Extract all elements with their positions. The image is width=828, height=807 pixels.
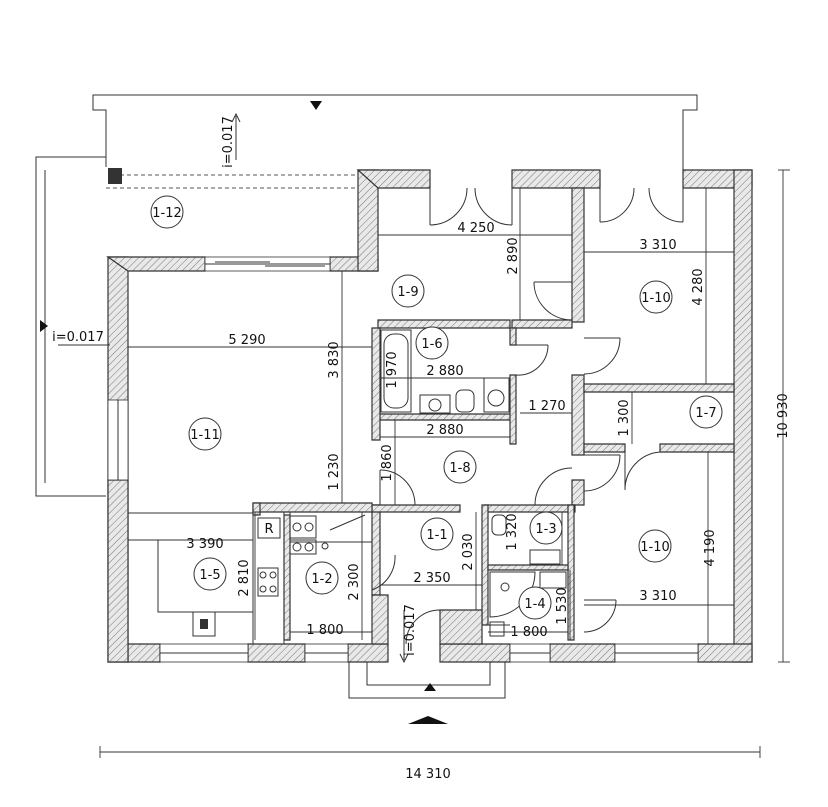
slope-arrows	[58, 112, 409, 664]
slope-label-left: i=0.017	[52, 330, 104, 345]
dim-1230: 1 230	[327, 453, 342, 490]
dim-2300: 2 300	[347, 563, 362, 600]
room-label-1-2: 1-2	[311, 572, 332, 587]
room-label-1-12: 1-12	[152, 206, 182, 221]
dim-3830: 3 830	[327, 341, 342, 378]
dim-3310-top: 3 310	[639, 238, 676, 253]
dim-2030: 2 030	[461, 533, 476, 570]
dim-4190: 4 190	[703, 529, 718, 566]
room-label-1-7: 1-7	[695, 406, 716, 421]
room-label-1-3: 1-3	[535, 522, 556, 537]
dim-2350: 2 350	[413, 571, 450, 586]
room-label-1-9: 1-9	[397, 285, 418, 300]
room-label-1-5: 1-5	[199, 568, 220, 583]
section-marker	[408, 716, 448, 724]
dim-1530: 1 530	[555, 587, 570, 624]
dimension-lines	[99, 169, 790, 758]
room-label-1-8: 1-8	[449, 461, 470, 476]
dim-10930: 10 930	[776, 393, 791, 439]
dim-3310-bottom: 3 310	[639, 589, 676, 604]
room-label-1-11: 1-11	[190, 428, 220, 443]
dim-4280: 4 280	[691, 268, 706, 305]
dim-2890: 2 890	[506, 237, 521, 274]
room-label-1-10-bottom: 1-10	[640, 540, 670, 555]
north-arrow-top	[310, 101, 322, 110]
entry-marker	[424, 683, 436, 691]
slope-label-entry: i=0.017	[403, 604, 418, 656]
dim-1800-bath: 1 800	[510, 625, 547, 640]
exterior-walls	[106, 168, 753, 663]
dim-4250: 4 250	[457, 221, 494, 236]
room-label-1-4: 1-4	[524, 597, 545, 612]
dim-5290: 5 290	[228, 333, 265, 348]
dim-1800-kitchen: 1 800	[306, 623, 343, 638]
dim-2880-upper: 2 880	[426, 364, 463, 379]
dim-14310: 14 310	[405, 767, 451, 782]
dim-1320: 1 320	[505, 513, 520, 550]
fixtures	[128, 329, 567, 645]
fridge-symbol: R	[264, 522, 273, 537]
dim-2810: 2 810	[237, 559, 252, 596]
room-label-1-10-top: 1-10	[641, 291, 671, 306]
dim-1860: 1 860	[380, 444, 395, 481]
sliding-door-living	[215, 261, 325, 267]
dim-1300: 1 300	[617, 399, 632, 436]
windows	[107, 256, 699, 663]
room-circles	[150, 195, 723, 620]
room-label-1-6: 1-6	[421, 337, 442, 352]
interior-walls	[252, 187, 735, 645]
slope-label-top: i=0.017	[221, 116, 236, 168]
dim-2880-lower: 2 880	[426, 423, 463, 438]
dim-1270: 1 270	[528, 399, 565, 414]
room-label-1-1: 1-1	[426, 528, 447, 543]
dim-1970: 1 970	[385, 351, 400, 388]
left-marker	[40, 320, 48, 332]
dim-3390: 3 390	[186, 537, 223, 552]
